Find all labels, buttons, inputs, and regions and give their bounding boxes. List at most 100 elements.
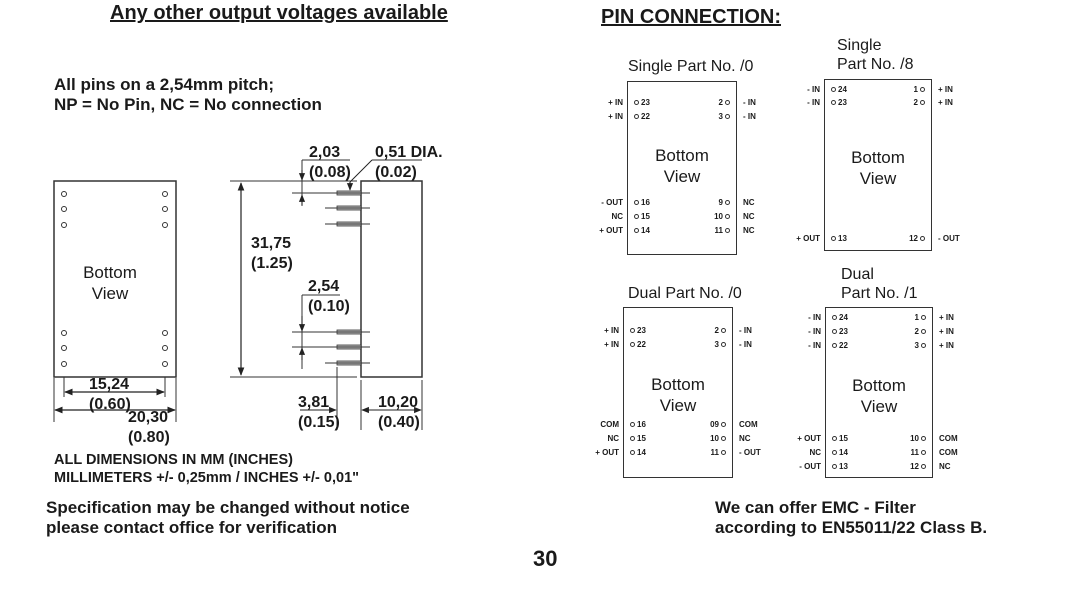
pin-number: 1 [915, 313, 928, 323]
pin-number-text: 24 [839, 313, 848, 322]
pin-dot-icon [630, 422, 635, 428]
pin-hole [162, 206, 168, 212]
pin-number: 15 [632, 212, 650, 222]
pin-number-text: 14 [641, 226, 650, 235]
dim-mm: 31,75 [251, 235, 292, 252]
side-pins-bottom [292, 329, 370, 366]
emc-line-2: according to EN55011/22 Class B. [715, 518, 988, 537]
pin-function-label: - OUT [601, 198, 623, 207]
pin-number-text: 12 [910, 462, 919, 471]
pin-function-label: COM [939, 448, 958, 457]
pin-dot-icon [630, 450, 635, 456]
pin-number: 2 [915, 327, 928, 337]
view-word: View [859, 169, 897, 188]
tolerance-line-1: ALL DIMENSIONS IN MM (INCHES) [54, 452, 293, 468]
pin-function-label: NC [743, 226, 755, 235]
pin-hole [162, 330, 168, 336]
pin-dot-icon [725, 214, 730, 220]
pin-number: 10 [714, 212, 732, 222]
pin-number: 15 [830, 434, 848, 444]
module-outline [627, 81, 737, 255]
pin-dot-icon [921, 329, 926, 335]
pin-number-text: 16 [637, 420, 646, 429]
pin-number: 11 [911, 448, 928, 458]
pin-dot-icon [920, 236, 925, 242]
pin-number: 23 [829, 98, 847, 108]
dim-in: (0.15) [298, 414, 340, 431]
pin-function-label: + IN [608, 112, 623, 121]
pin-number-text: 10 [710, 434, 719, 443]
pin-function-label: - OUT [739, 448, 761, 457]
pin-dot-icon [634, 228, 639, 234]
pin-number-text: 3 [718, 112, 723, 121]
pin-number-text: 23 [838, 98, 847, 107]
pin-hole [61, 191, 67, 197]
dim-in: (0.10) [308, 298, 350, 315]
dim-mm: 20,30 [128, 409, 169, 426]
pin-number-text: 22 [839, 341, 848, 350]
module-outline [824, 79, 932, 251]
pin-number-text: 16 [641, 198, 650, 207]
pin-number: 3 [915, 341, 928, 351]
pin-dot-icon [921, 343, 926, 349]
pin-function-label: NC [611, 212, 623, 221]
length-dim: 31,75 (1.25) [251, 234, 293, 274]
pin-function-label: - OUT [799, 462, 821, 471]
pin-number: 23 [632, 98, 650, 108]
bottom-word: Bottom [655, 146, 709, 165]
pin-number-text: 10 [910, 434, 919, 443]
pin-hole [61, 345, 67, 351]
module-outline [623, 307, 733, 478]
pin-number-text: 13 [839, 462, 848, 471]
dim-mm: 0,51 DIA. [375, 144, 443, 161]
side-view-outline [360, 180, 423, 378]
pin-number-text: 3 [914, 341, 919, 350]
pin-dot-icon [832, 436, 837, 442]
dim-in: (1.25) [251, 255, 293, 272]
pin-dot-icon [721, 342, 726, 348]
pin-dot-icon [634, 114, 639, 120]
part-title-line: Part No. /8 [837, 56, 914, 73]
part-title-line: Dual [841, 266, 874, 283]
part-title-line: Part No. /1 [841, 285, 918, 302]
width-inner-dim: 15,24 (0.60) [89, 375, 131, 415]
pin-function-label: - IN [743, 112, 756, 121]
pin-pitch-line: All pins on a 2,54mm pitch; [54, 75, 275, 94]
pin-length-dim: 3,81 (0.15) [298, 393, 340, 433]
pin-number: 9 [719, 198, 732, 208]
bottom-word: Bottom [651, 375, 705, 394]
pin-number-text: 13 [838, 234, 847, 243]
pin-number-text: 14 [839, 448, 848, 457]
pin-number-text: 3 [714, 340, 719, 349]
dim-in: (0.60) [89, 396, 131, 413]
pin-function-label: + OUT [796, 234, 820, 243]
bottom-view-outline [53, 180, 177, 378]
pin-number-text: 1 [914, 313, 919, 322]
pin-number-text: 2 [914, 327, 919, 336]
dim-in: (0.02) [375, 164, 417, 181]
pin-function-label: - IN [808, 327, 821, 336]
pin-number-text: 2 [913, 98, 918, 107]
side-pins-top [292, 190, 370, 227]
pin-dot-icon [725, 200, 730, 206]
pin-function-label: + IN [939, 313, 954, 322]
pin-function-label: - IN [807, 98, 820, 107]
pin-dot-icon [832, 315, 837, 321]
pin-function-label: + IN [939, 327, 954, 336]
pin-dot-icon [634, 200, 639, 206]
pin-number-text: 23 [839, 327, 848, 336]
pin-dot-icon [630, 436, 635, 442]
pin-function-label: + IN [938, 85, 953, 94]
dim-in: (0.80) [128, 429, 170, 446]
pin-function-label: + IN [938, 98, 953, 107]
pin-number: 13 [829, 234, 847, 244]
pin-number: 14 [628, 448, 646, 458]
pin-number-text: 23 [637, 326, 646, 335]
pin-number-text: 11 [910, 448, 919, 457]
pin-number-text: 23 [641, 98, 650, 107]
pin-function-label: + IN [608, 98, 623, 107]
pin-number-text: 11 [710, 448, 719, 457]
pin-number-text: 15 [839, 434, 848, 443]
